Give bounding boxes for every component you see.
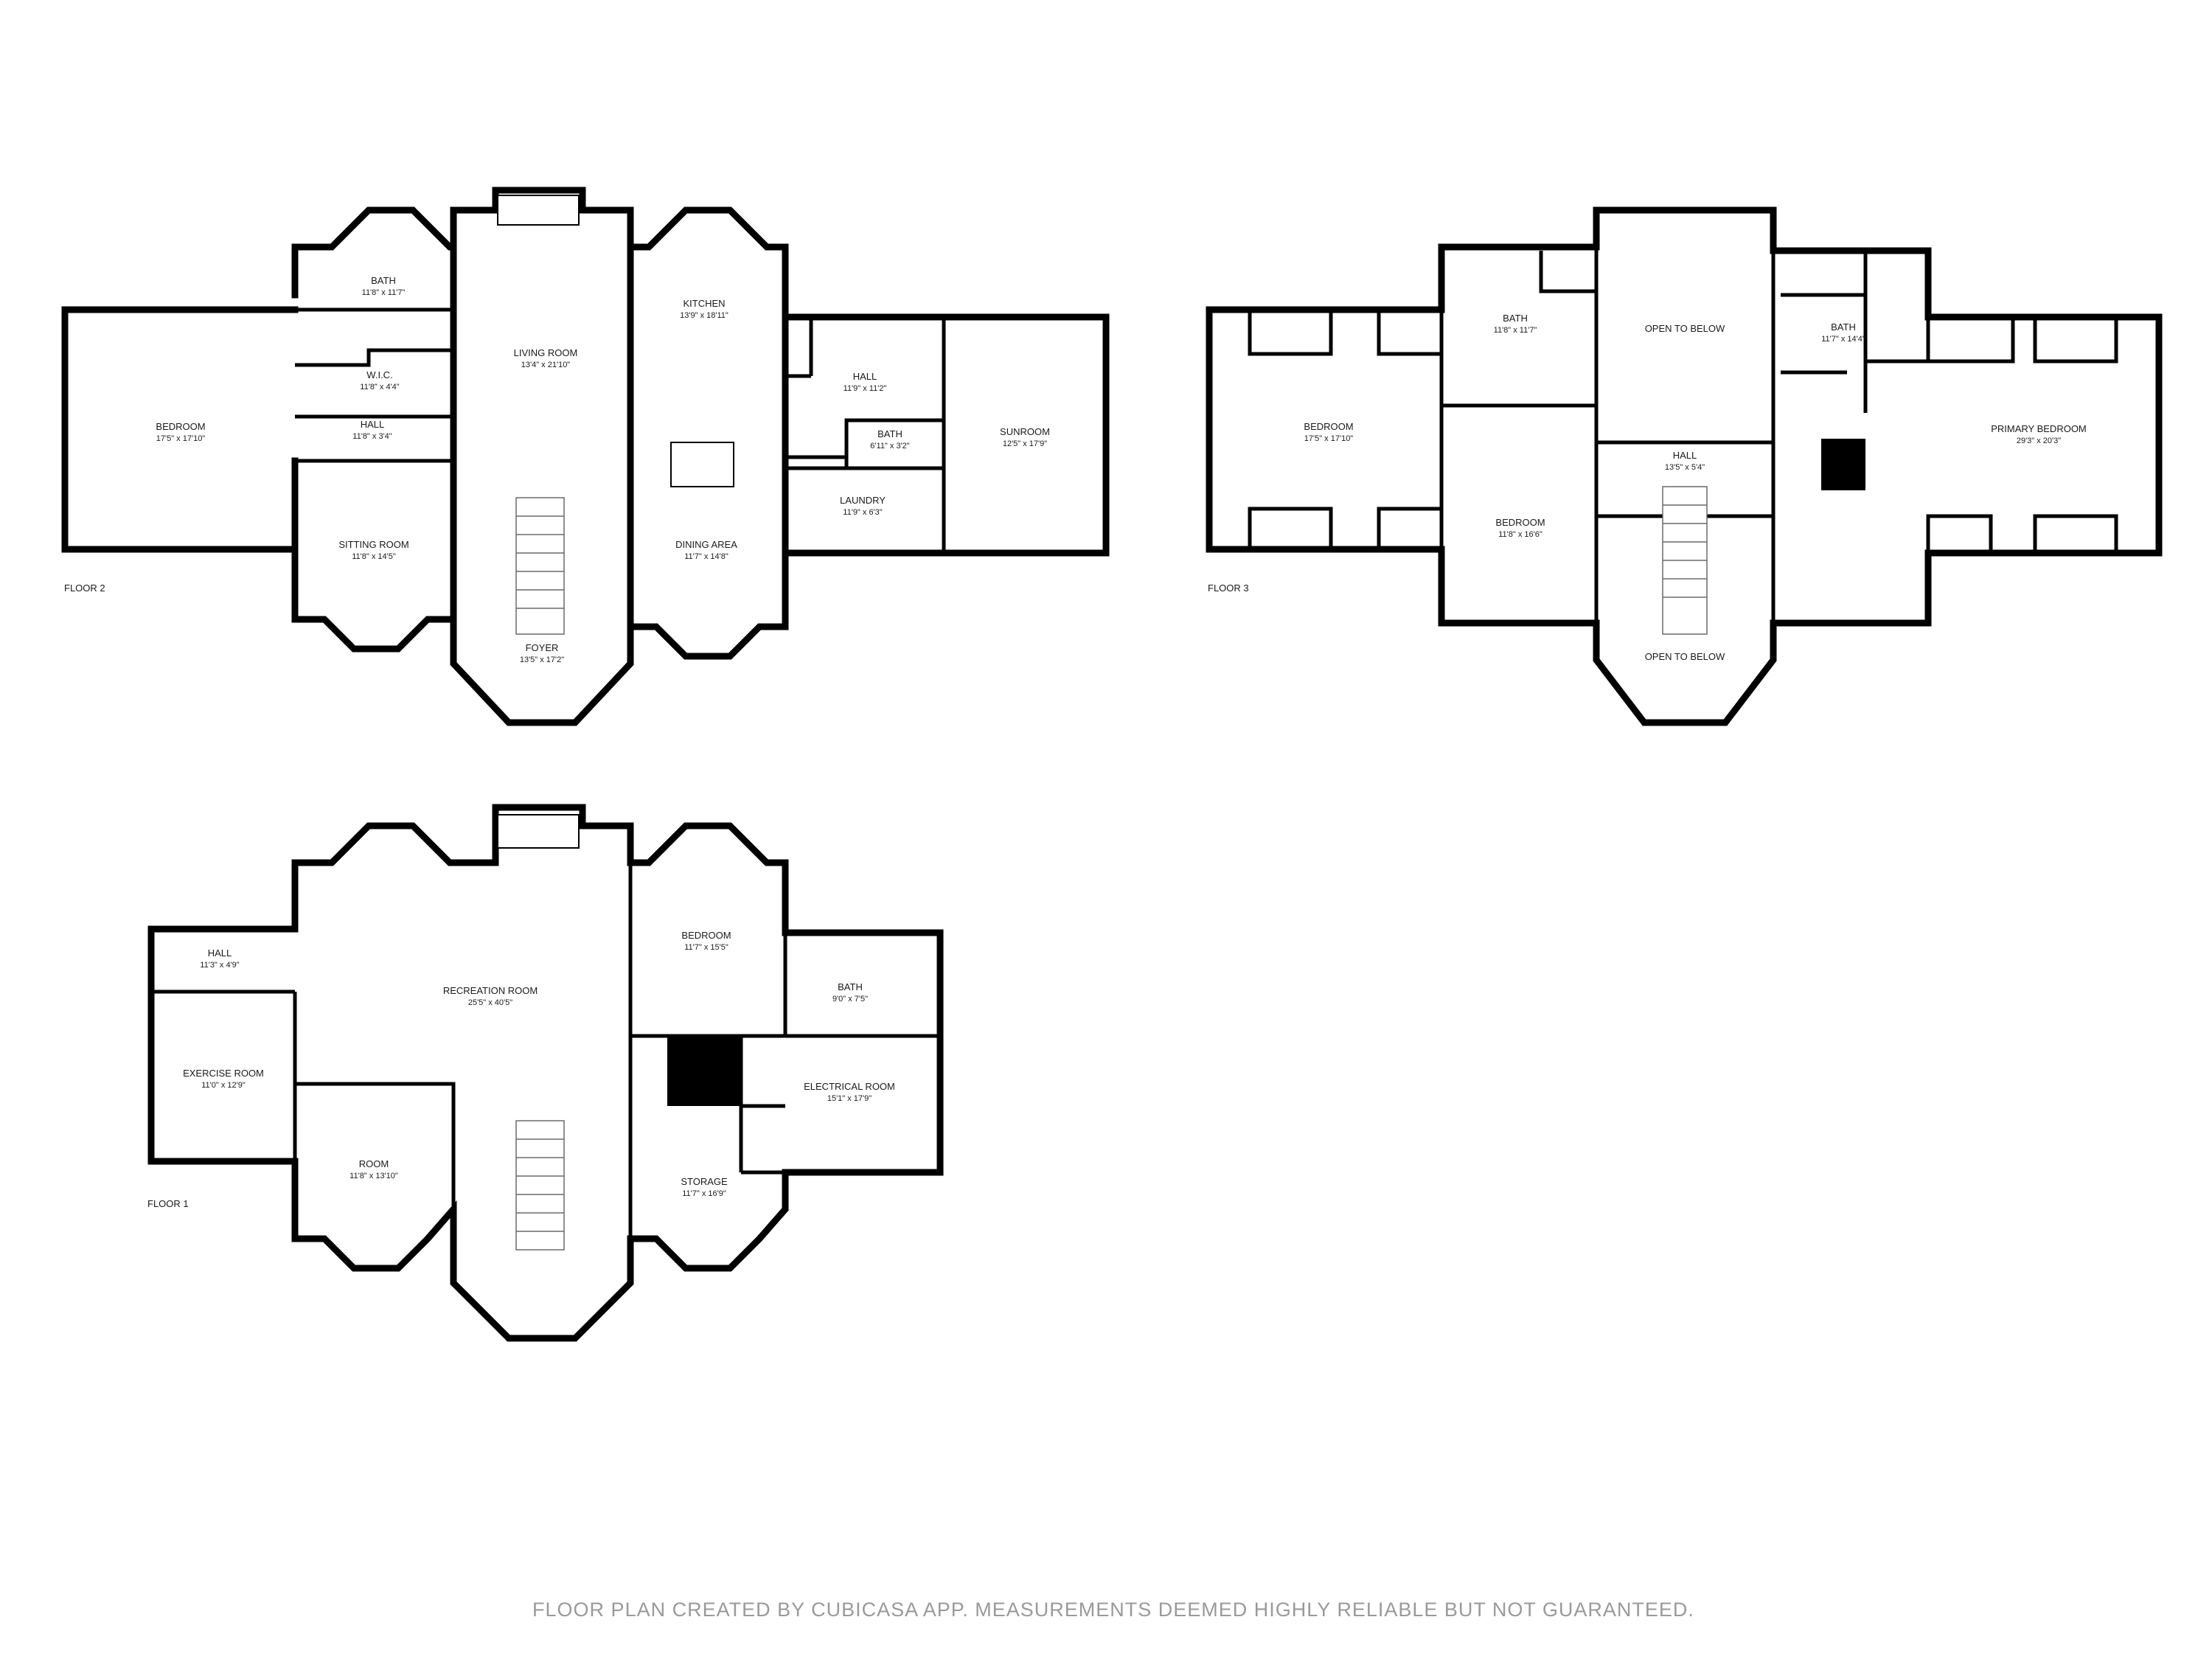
- floor1-stairs: [515, 1120, 565, 1251]
- room-dimensions: 13'5" x 17'2": [520, 655, 564, 664]
- floor2-kitchen-walls: [627, 206, 789, 660]
- room-label: HALL: [208, 947, 232, 959]
- footer-disclaimer: FLOOR PLAN CREATED BY CUBICASA APP. MEAS…: [532, 1599, 1694, 1621]
- room-dimensions: 9'0" x 7'5": [832, 995, 868, 1004]
- room-dimensions: 6'11" x 3'2": [870, 442, 909, 451]
- floor-label: FLOOR 2: [64, 582, 105, 594]
- room-label: EXERCISE ROOM: [183, 1068, 264, 1079]
- floor-2-plan: BEDROOM 17'5" x 17'10" BATH 11'8" x 11'7…: [61, 187, 1110, 726]
- floor2-wic-hall-walls: [295, 348, 453, 463]
- room-label: DINING AREA: [675, 539, 737, 550]
- room-dimensions: 13'4" x 21'10": [521, 361, 571, 369]
- room-label: BATH: [877, 428, 902, 439]
- room-dimensions: 17'5" x 17'10": [1304, 434, 1354, 443]
- room-label: OPEN TO BELOW: [1645, 323, 1725, 334]
- room-label: STORAGE: [681, 1176, 728, 1187]
- floor1-fireplace: [497, 814, 580, 849]
- floor1-chimney: [667, 1036, 741, 1106]
- room-label: W.I.C.: [366, 369, 392, 380]
- room-label: HALL: [361, 419, 385, 430]
- floor2-fireplace: [497, 195, 580, 226]
- room-dimensions: 11'7" x 15'5": [684, 943, 728, 952]
- room-dimensions: 11'9" x 6'3": [843, 508, 882, 517]
- floor3-chimney: [1821, 439, 1865, 490]
- room-dimensions: 11'7" x 14'4": [1821, 335, 1865, 344]
- room-dimensions: 11'8" x 14'5": [352, 552, 396, 561]
- room-dimensions: 11'8" x 11'7": [362, 288, 406, 297]
- room-label: KITCHEN: [683, 298, 725, 309]
- floor3-inner-walls: [1248, 210, 2118, 623]
- floor1-outer-walls: [147, 804, 944, 1342]
- floor2-bedroom-walls: [61, 306, 299, 553]
- room-label: BATH: [838, 981, 863, 992]
- floor-3-plan: BEDROOM 17'5" x 17'10" BATH 11'8" x 11'7…: [1206, 206, 2163, 726]
- room-label: HALL: [853, 371, 877, 382]
- room-label: BATH: [1503, 313, 1528, 324]
- room-label: HALL: [1673, 450, 1697, 461]
- room-label: BEDROOM: [1495, 517, 1545, 528]
- room-label: LIVING ROOM: [514, 347, 578, 358]
- room-label: ROOM: [359, 1158, 389, 1169]
- room-label: OPEN TO BELOW: [1645, 651, 1725, 662]
- floor2-stairs: [515, 497, 565, 635]
- room-dimensions: 15'1" x 17'9": [827, 1094, 872, 1103]
- floor2-east-inner: [785, 317, 946, 553]
- room-label: LAUNDRY: [840, 495, 886, 506]
- room-dimensions: 11'8" x 11'7": [1494, 326, 1537, 335]
- room-dimensions: 11'7" x 14'8": [684, 552, 728, 561]
- room-dimensions: 11'9" x 11'2": [844, 384, 887, 393]
- floor2-sitting-walls: [291, 457, 457, 653]
- room-label: BEDROOM: [681, 930, 731, 941]
- room-label: BATH: [1831, 321, 1856, 333]
- room-dimensions: 29'3" x 20'3": [2017, 437, 2061, 445]
- room-label: SUNROOM: [1000, 426, 1050, 437]
- room-label: BEDROOM: [156, 421, 205, 432]
- room-dimensions: 11'0" x 12'9": [201, 1081, 246, 1090]
- room-label: ELECTRICAL ROOM: [804, 1081, 895, 1092]
- room-dimensions: 11'8" x 3'4": [352, 432, 392, 441]
- room-dimensions: 17'5" x 17'10": [156, 434, 206, 443]
- room-dimensions: 11'8" x 4'4": [360, 383, 399, 392]
- floor3-stairs: [1662, 486, 1708, 635]
- floor-1-plan: HALL 11'3" x 4'9" EXERCISE ROOM 11'0" x …: [147, 804, 944, 1342]
- room-dimensions: 13'9" x 18'11": [680, 311, 728, 320]
- room-label: BATH: [371, 275, 396, 286]
- room-dimensions: 12'5" x 17'9": [1003, 439, 1047, 448]
- room-dimensions: 11'7" x 16'9": [682, 1189, 726, 1198]
- room-dimensions: 11'3" x 4'9": [200, 961, 239, 970]
- room-label: PRIMARY BEDROOM: [1991, 423, 2087, 434]
- room-label: FOYER: [526, 642, 559, 653]
- floor-label: FLOOR 1: [147, 1198, 189, 1209]
- floor2-island: [670, 442, 734, 487]
- room-dimensions: 13'5" x 5'4": [1665, 463, 1705, 472]
- room-label: SITTING ROOM: [338, 539, 408, 550]
- room-dimensions: 25'5" x 40'5": [468, 998, 512, 1007]
- floor-label: FLOOR 3: [1208, 582, 1249, 594]
- room-label: BEDROOM: [1304, 421, 1353, 432]
- room-dimensions: 11'8" x 16'6": [1498, 530, 1543, 539]
- room-dimensions: 11'8" x 13'10": [349, 1172, 398, 1180]
- room-label: RECREATION ROOM: [443, 985, 538, 996]
